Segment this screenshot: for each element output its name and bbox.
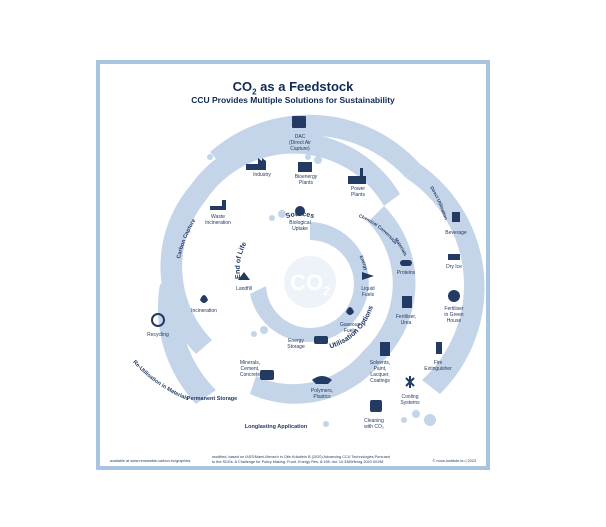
footer-copyright: © nova-Institute.eu | 2023 [433,459,476,463]
infographic-frame: CO2 as a Feedstock CCU Provides Multiple… [96,60,490,470]
subtitle: CCU Provides Multiple Solutions for Sust… [191,95,395,105]
label-industry: Industry [253,172,271,178]
main-title: CO2 as a Feedstock [232,79,354,97]
label-fertiliser-urea: Fertiliser,Urea [396,314,416,326]
minerals-icon [260,370,274,380]
label-solvents: Solvents,Paint,Lacquer,Coatings [370,360,391,384]
solvents-icon [380,342,390,356]
label-dry-ice: Dry Ice [446,264,462,270]
footer-citation-line-2: to the SDGs: A Challenge for Policy Maki… [212,460,383,464]
bubbles [207,154,436,427]
label-polymers-plastics: Polymers,Plastics [311,388,333,400]
label-recycling: Recycling [147,332,169,338]
fertiliser-greenhouse-icon [448,290,460,302]
gaseous-fuels-icon [346,307,354,315]
waste-incineration-icon [210,200,226,210]
ccu-cycle-diagram: CO2 Sources End of Life Utilisation Opti… [110,114,485,464]
energy-storage-icon [314,336,328,344]
footer-availability: available at www.renewable-carbon.eu/gra… [110,459,191,463]
recycling-icon [151,313,165,327]
label-beverage: Beverage [445,230,467,236]
dac-icon [292,116,306,128]
section-energy: Energy [359,255,369,272]
polymers-icon [312,376,332,384]
biological-uptake-icon [295,206,305,216]
bioenergy-icon [298,162,312,172]
fertiliser-urea-icon [402,296,412,308]
cooling-systems-icon [405,376,415,388]
center-co2-label: CO2 [290,270,330,298]
label-proteins: Proteins [397,270,416,276]
liquid-fuels-icon [362,272,374,280]
label-landfill: Landfill [236,286,252,292]
power-plant-icon [348,168,366,184]
dry-ice-icon [448,254,460,260]
section-end-of-life: End of Life [235,241,249,279]
item-icons [151,116,460,412]
section-permanent-storage: Permanent Storage [187,396,237,402]
industry-icon [246,158,266,170]
incineration-icon [200,295,208,303]
spiral-rings [157,114,485,404]
footer-citation-line-1: modified, based on IASS/Mami-Mensch in O… [212,455,391,459]
proteins-icon [400,260,412,266]
section-longlasting-application: Longlasting Application [245,424,308,430]
label-incineration: Incineration [191,308,217,314]
beverage-icon [452,212,460,222]
label-minerals: Minerals,Cement,Concrete [240,360,261,378]
landfill-icon [238,272,250,280]
cleaning-icon [370,400,382,412]
fire-extinguisher-icon [436,342,442,354]
